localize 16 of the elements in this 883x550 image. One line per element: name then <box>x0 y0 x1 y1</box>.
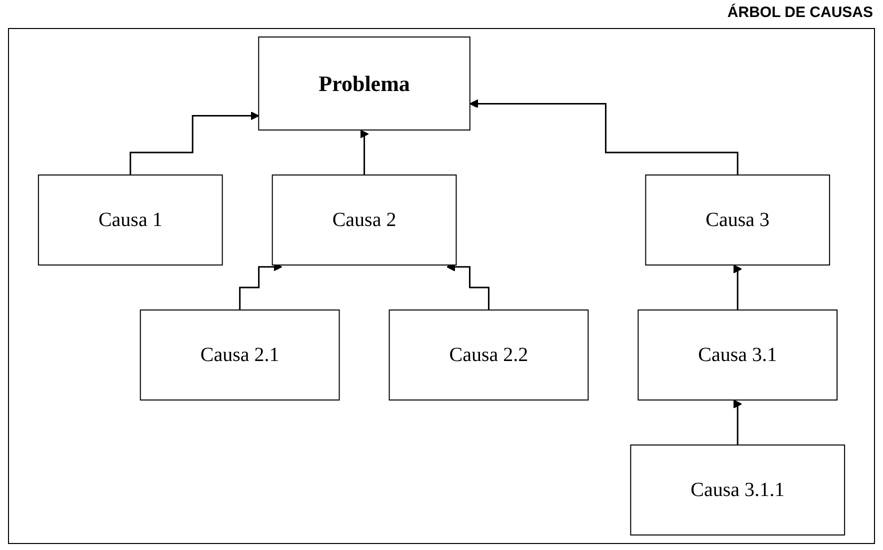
diagram-title: ÁRBOL DE CAUSAS <box>727 4 873 21</box>
arrow <box>733 264 742 311</box>
arrow <box>130 111 260 176</box>
arrow <box>360 130 369 176</box>
node-box: Causa 3.1 <box>638 310 838 400</box>
arrow <box>239 262 282 311</box>
node-box: Problema <box>258 36 470 130</box>
arrow <box>733 400 742 446</box>
node-box: Causa 2 <box>272 174 457 266</box>
node-box: Causa 2.1 <box>140 310 340 400</box>
node-box: Causa 1 <box>38 174 223 266</box>
arrow <box>469 99 738 176</box>
node-box: Causa 2.2 <box>388 310 589 400</box>
arrow <box>446 262 490 311</box>
node-box: Causa 3 <box>645 174 830 266</box>
node-box: Causa 3.1.1 <box>630 444 846 536</box>
